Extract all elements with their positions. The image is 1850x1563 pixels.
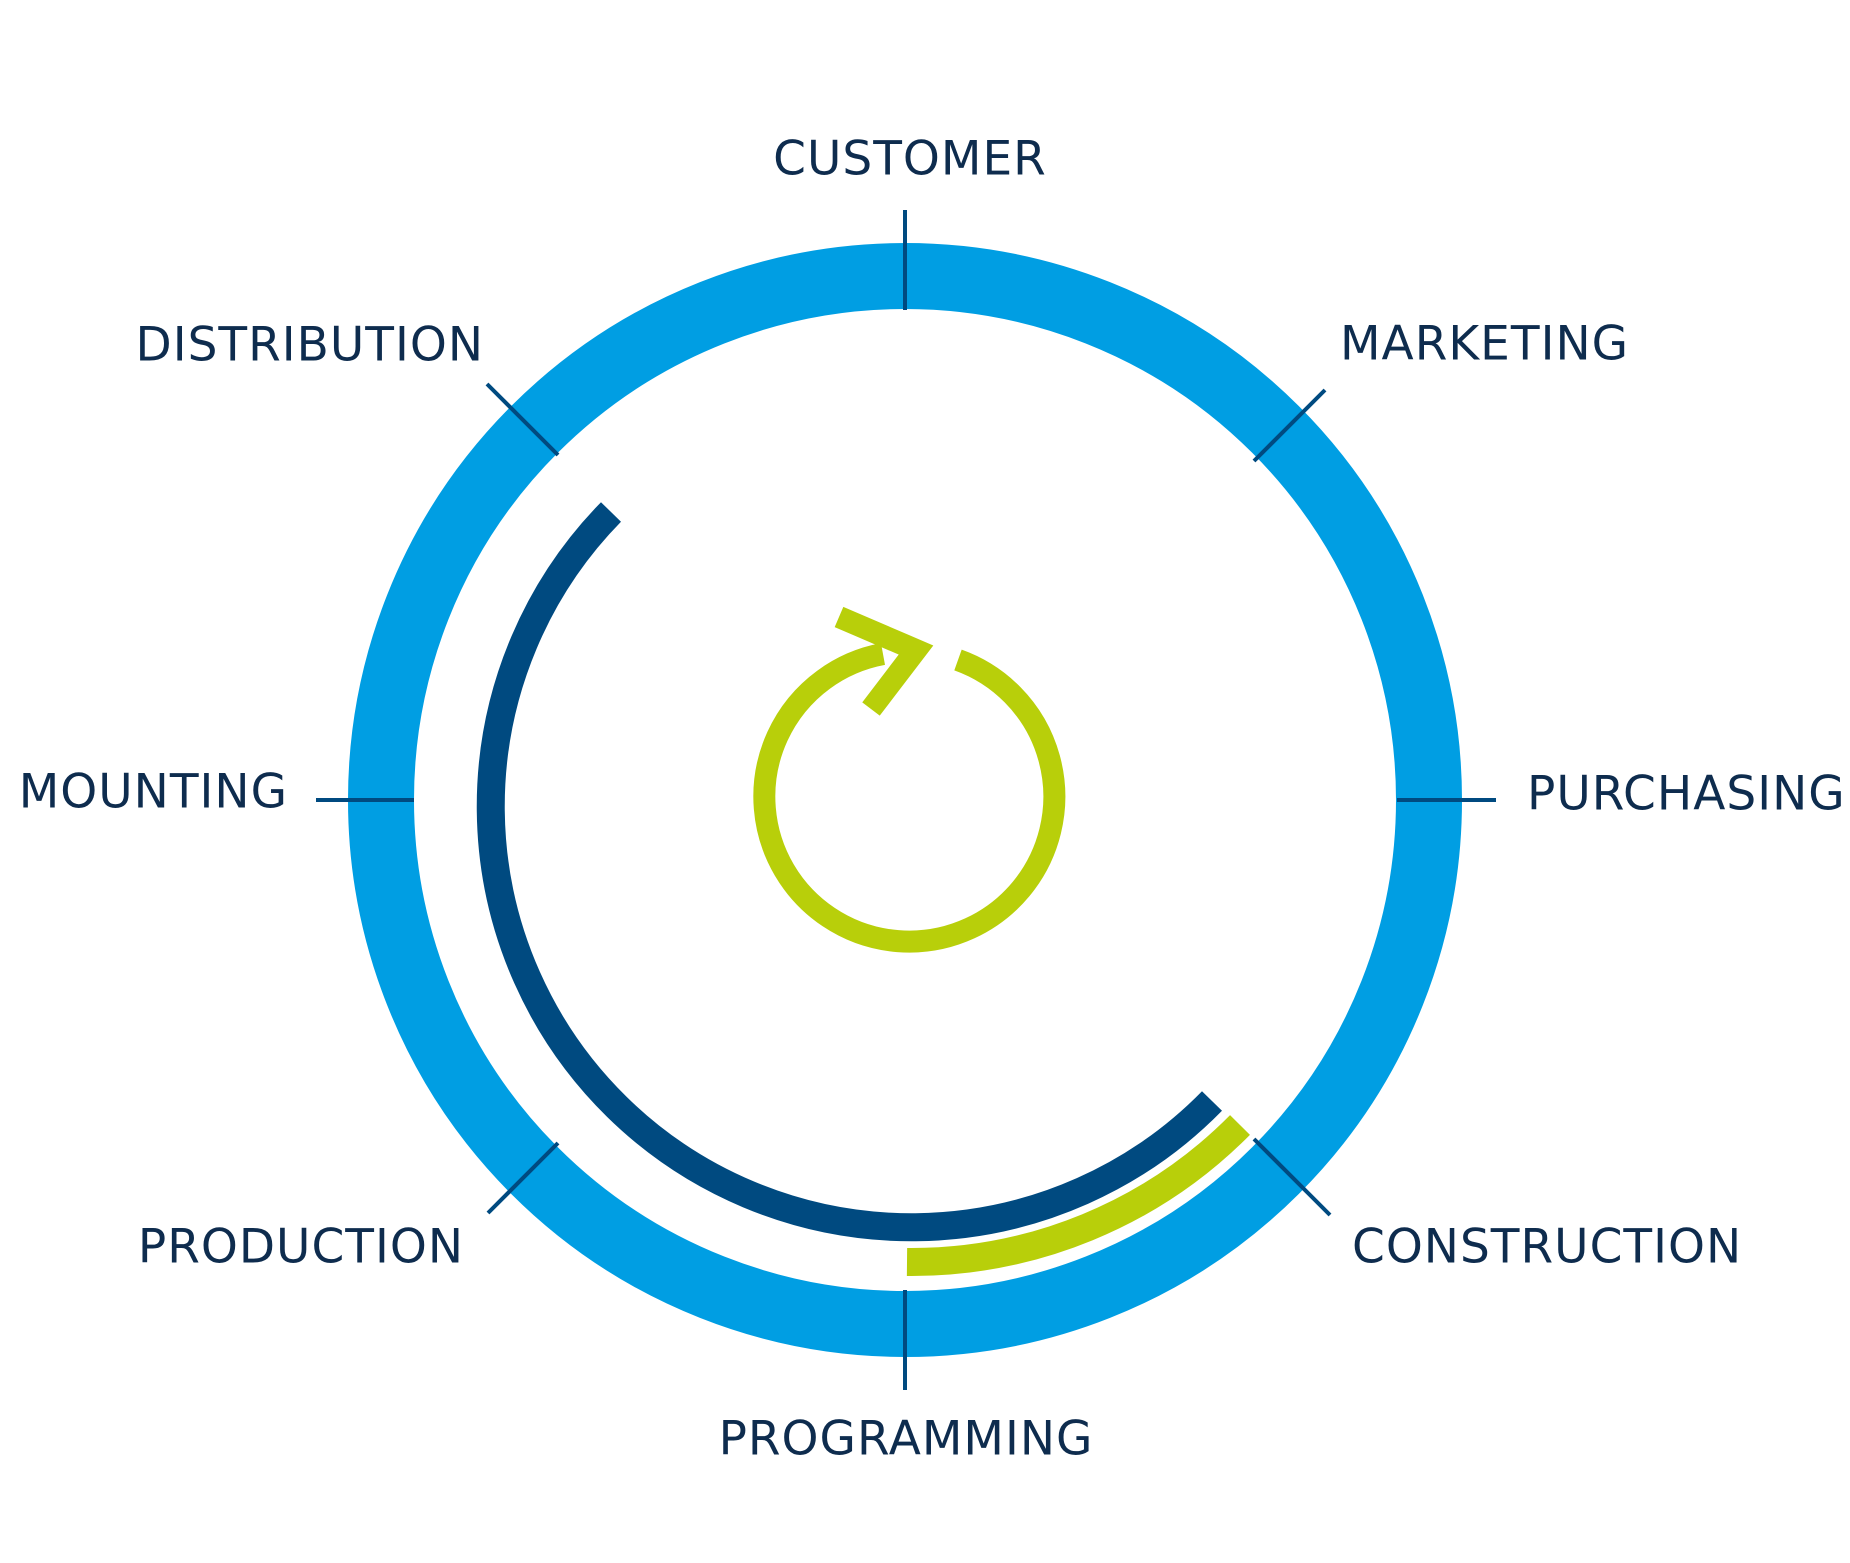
tick-production (486, 1141, 560, 1215)
label-construction: CONSTRUCTION (1352, 1220, 1742, 1275)
label-marketing: MARKETING (1340, 317, 1629, 372)
tick-construction (1252, 1137, 1332, 1217)
label-customer: CUSTOMER (773, 132, 1047, 187)
cycle-icon-arrowhead (834, 606, 934, 716)
label-production: PRODUCTION (138, 1220, 464, 1275)
cycle-icon-arc (753, 643, 1066, 953)
stage-ticks (316, 210, 1496, 1390)
label-mounting: MOUNTING (19, 765, 288, 820)
label-distribution: DISTRIBUTION (136, 318, 484, 373)
label-programming: PROGRAMMING (719, 1412, 1094, 1467)
green-process-arc (906, 1115, 1250, 1277)
tick-distribution (485, 382, 560, 457)
label-purchasing: PURCHASING (1527, 767, 1846, 822)
dark-process-arc (476, 502, 1222, 1242)
cycle-icon (753, 606, 1066, 953)
tick-marketing (1252, 388, 1327, 463)
stage-labels: CUSTOMER MARKETING PURCHASING CONSTRUCTI… (19, 132, 1846, 1467)
